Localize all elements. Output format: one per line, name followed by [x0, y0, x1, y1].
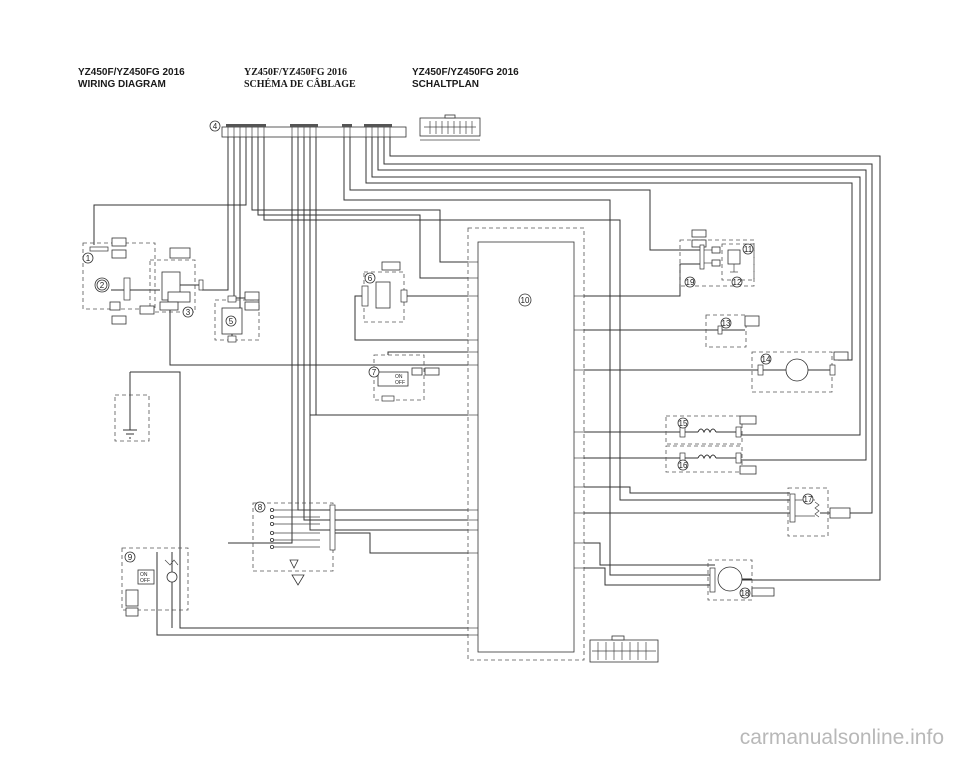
- coil-15-group: [665, 415, 757, 445]
- ground-symbol: [114, 372, 150, 442]
- callout-number: 3: [186, 308, 191, 317]
- sensor-17-group: [787, 487, 851, 537]
- callout-16: 16: [677, 459, 689, 471]
- callout-number: 4: [213, 122, 218, 131]
- callout-number: 17: [804, 495, 813, 504]
- callout-number: 5: [229, 317, 234, 326]
- title-english: YZ450F/YZ450FG 2016 WIRING DIAGRAM: [78, 67, 185, 91]
- main-switch-group: ON OFF: [373, 351, 468, 402]
- callout-11: 11: [742, 243, 754, 255]
- kill-switch-group: ON OFF: [121, 547, 468, 636]
- model-name-de: YZ450F/YZ450FG 2016: [412, 67, 519, 78]
- watermark: carmanualsonline.info: [739, 726, 944, 749]
- callout-18: 18: [739, 587, 751, 599]
- callout-10: 10: [518, 293, 532, 307]
- callout-number: 6: [368, 274, 373, 283]
- subtitle-de: SCHALTPLAN: [412, 79, 480, 90]
- callout-19: 19: [684, 276, 696, 288]
- ecu-unit: [467, 227, 659, 663]
- throttle-sensor-group: [354, 261, 468, 341]
- callout-14: 14: [760, 353, 772, 365]
- motor-18-group: [707, 559, 775, 601]
- callout-number: 15: [679, 419, 688, 428]
- callout-17: 17: [802, 493, 814, 505]
- callout-number: 9: [128, 553, 133, 562]
- model-name-fr: YZ450F/YZ450FG 2016: [244, 67, 348, 78]
- model-name-en: YZ450F/YZ450FG 2016: [78, 67, 185, 78]
- callout-number: 8: [258, 503, 263, 512]
- callout-6: 6: [364, 272, 376, 284]
- callout-4: 4: [209, 120, 221, 132]
- callout-3: 3: [182, 306, 194, 318]
- callout-number: 16: [679, 461, 688, 470]
- callout-13: 13: [720, 317, 732, 329]
- callout-number: 19: [686, 278, 695, 287]
- ecu-output-wires: [584, 263, 790, 586]
- relay-group: [679, 229, 755, 287]
- handlebar-switch-group: [252, 502, 468, 586]
- callout-number: 12: [733, 278, 742, 287]
- callout-number: 14: [762, 355, 771, 364]
- sensor-13-group: [705, 314, 760, 348]
- callout-number: 13: [722, 319, 731, 328]
- main-switch-on-label: ON: [395, 374, 403, 380]
- main-switch-off-label: OFF: [395, 380, 405, 386]
- callout-8: 8: [254, 501, 266, 513]
- main-harness-connector: [221, 114, 481, 141]
- callout-number: 10: [521, 296, 530, 305]
- callout-number: 1: [86, 254, 91, 263]
- charging-coil-group: [82, 237, 204, 325]
- callout-2: 2: [96, 279, 108, 291]
- callout-12: 12: [731, 276, 743, 288]
- callout-1: 1: [82, 252, 94, 264]
- callout-number: 18: [741, 589, 750, 598]
- injector-group: [751, 351, 849, 393]
- kill-switch-on-label: ON: [140, 572, 148, 578]
- callout-number: 2: [100, 281, 105, 290]
- callout-7: 7: [368, 366, 380, 378]
- callout-5: 5: [225, 315, 237, 327]
- title-german: YZ450F/YZ450FG 2016 SCHALTPLAN: [412, 67, 519, 91]
- subtitle-en: WIRING DIAGRAM: [78, 79, 166, 90]
- callout-number: 11: [744, 245, 753, 254]
- harness-wires: [93, 137, 881, 629]
- ignition-coil-group: [214, 291, 260, 343]
- subtitle-fr: SCHÉMA DE CÂBLAGE: [244, 79, 356, 90]
- kill-switch-off-label: OFF: [140, 578, 150, 584]
- callout-markers: 1 2 3 4 5 6 7 8 9 10 11 12 13 14 15 16 1…: [82, 120, 814, 599]
- callout-number: 7: [372, 368, 377, 377]
- title-french: YZ450F/YZ450FG 2016 SCHÉMA DE CÂBLAGE: [244, 67, 356, 91]
- callout-9: 9: [124, 551, 136, 563]
- callout-15: 15: [677, 417, 689, 429]
